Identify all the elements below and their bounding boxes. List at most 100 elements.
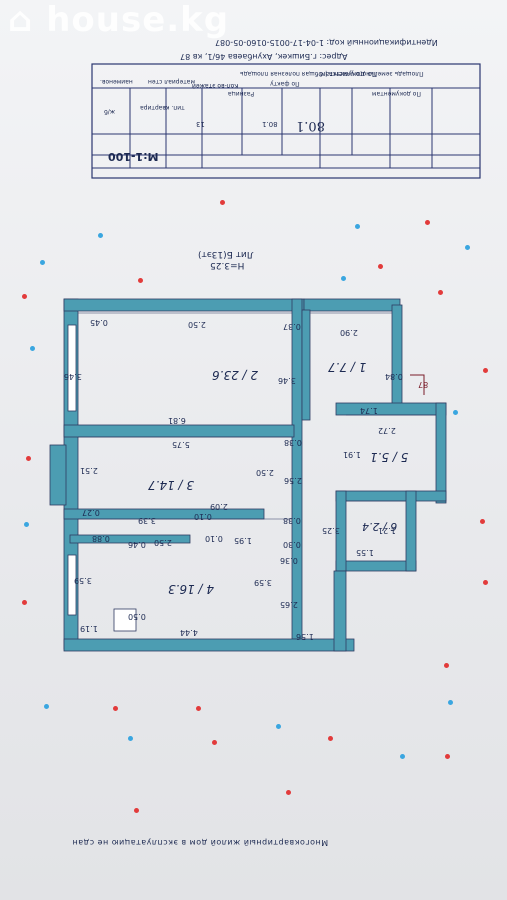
dim-3-59b: 3.59	[254, 578, 272, 587]
red-dot	[286, 790, 291, 795]
red-dot	[212, 740, 217, 745]
dim-0-50: 0.50	[128, 612, 146, 621]
watermark: ⌂ house.kg	[8, 0, 230, 40]
blue-dot	[341, 276, 346, 281]
dim-6-81: 6.81	[168, 416, 186, 425]
col-header-docs: По документам	[372, 90, 421, 97]
cell-fact: 80.1	[262, 120, 278, 128]
blue-dot	[98, 233, 103, 238]
dim-2-72: 2.72	[378, 426, 396, 435]
footer-note: Многоквартирный жилой дом в эксплуатацию…	[72, 838, 329, 847]
col-header-fact: По факту	[270, 80, 300, 87]
dim-2-90: 2.90	[340, 328, 358, 337]
ceiling-height: Н=3.25	[210, 260, 245, 270]
red-dot	[196, 706, 201, 711]
cell-floors: 13	[196, 120, 205, 128]
dim-2-50c: 2.50	[154, 538, 172, 547]
dim-1-21: 1.21	[378, 526, 396, 535]
room-1-label: 1 / 7.7	[328, 360, 367, 374]
red-dot	[444, 663, 449, 668]
dim-0-37: 0.37	[283, 322, 301, 331]
floor-plan	[49, 298, 447, 652]
dim-3-39: 3.39	[138, 516, 156, 525]
dim-87: 87	[418, 380, 429, 389]
identification-code: Идентификационный код: 1-04-17-0015-0160…	[215, 38, 438, 47]
blue-dot	[276, 724, 281, 729]
red-dot	[22, 600, 27, 605]
dim-2-09: 2.09	[210, 502, 228, 511]
area-table	[91, 63, 481, 179]
red-dot	[220, 200, 225, 205]
room-3-label: 3 / 14.7	[148, 478, 195, 492]
col-header-diff: Разница	[228, 90, 255, 97]
blue-dot	[448, 700, 453, 705]
watermark-logo-icon: ⌂	[8, 0, 34, 40]
dim-0-88: 0.88	[92, 534, 110, 543]
dim-1-56: 1.56	[296, 632, 314, 641]
room-5-label: 5 / 5.1	[370, 450, 409, 464]
red-dot	[26, 456, 31, 461]
dim-1-19: 1.19	[80, 624, 98, 633]
litera: Лит Б(13эт)	[198, 249, 254, 259]
room-4-label: 4 / 16.3	[168, 582, 215, 596]
blue-dot	[355, 224, 360, 229]
dim-3-46b: 3.46	[278, 376, 296, 385]
dim-1-91: 1.91	[343, 450, 361, 459]
room-2-label: 2 / 23.6	[212, 368, 259, 382]
blue-dot	[30, 346, 35, 351]
red-dot	[138, 278, 143, 283]
dim-3-46: 3.46	[64, 372, 82, 381]
dim-0-36: 0.36	[280, 556, 298, 565]
col-header-total-area: По документам	[320, 70, 378, 78]
red-dot	[134, 808, 139, 813]
dim-5-75: 5.75	[172, 440, 190, 449]
red-dot	[480, 519, 485, 524]
red-dot	[378, 264, 383, 269]
blue-dot	[400, 754, 405, 759]
red-dot	[483, 368, 488, 373]
dim-2-65: 2.65	[280, 600, 298, 609]
dim-0-45: 0.45	[90, 318, 108, 327]
dim-2-56: 2.56	[284, 476, 302, 485]
dim-4-44: 4.44	[180, 628, 198, 637]
dim-3-25: 3.25	[322, 526, 340, 535]
blue-dot	[44, 704, 49, 709]
red-dot	[113, 706, 118, 711]
dim-0-10b: 0.10	[205, 534, 223, 543]
blue-dot	[453, 410, 458, 415]
dim-0-27: 0.27	[82, 508, 100, 517]
red-dot	[328, 736, 333, 741]
arrow-mark	[410, 374, 425, 395]
col-header-name: наименов.	[100, 78, 133, 85]
scale: М:1-100	[108, 150, 159, 163]
dim-2-50b: 2.50	[256, 468, 274, 477]
dim-2-50: 2.50	[188, 320, 206, 329]
red-dot	[445, 754, 450, 759]
cell-material: тип. квартира	[140, 104, 185, 111]
red-dot	[425, 220, 430, 225]
red-dot	[483, 580, 488, 585]
col-header-floors: Кол-во этажей	[192, 82, 239, 89]
blue-dot	[465, 245, 470, 250]
blue-dot	[40, 260, 45, 265]
dim-0-38b: 0.38	[283, 516, 301, 525]
dim-1-74: 1.74	[360, 406, 378, 415]
dim-0-46: 0.46	[128, 540, 146, 549]
red-dot	[438, 290, 443, 295]
blue-dot	[24, 522, 29, 527]
blue-dot	[128, 736, 133, 741]
dim-1-95: 1.95	[234, 536, 252, 545]
dim-0-84: 0.84	[385, 372, 403, 381]
dim-3-59: 3.59	[74, 576, 92, 585]
col-header-material: материал стен	[148, 78, 195, 85]
cell-docs-handwritten: 80.1	[296, 118, 325, 133]
cell-name: ж/б	[104, 108, 116, 115]
dim-1-55: 1.55	[356, 548, 374, 557]
dim-0-38: 0.38	[284, 438, 302, 447]
dim-0-30: 0.30	[283, 540, 301, 549]
red-dot	[22, 294, 27, 299]
address: Адрес: г.Бишкек, Ахунбаева 46/1, кв 87	[180, 52, 348, 61]
dim-2-51: 2.51	[80, 466, 98, 475]
dim-0-10: 0.10	[194, 512, 212, 521]
